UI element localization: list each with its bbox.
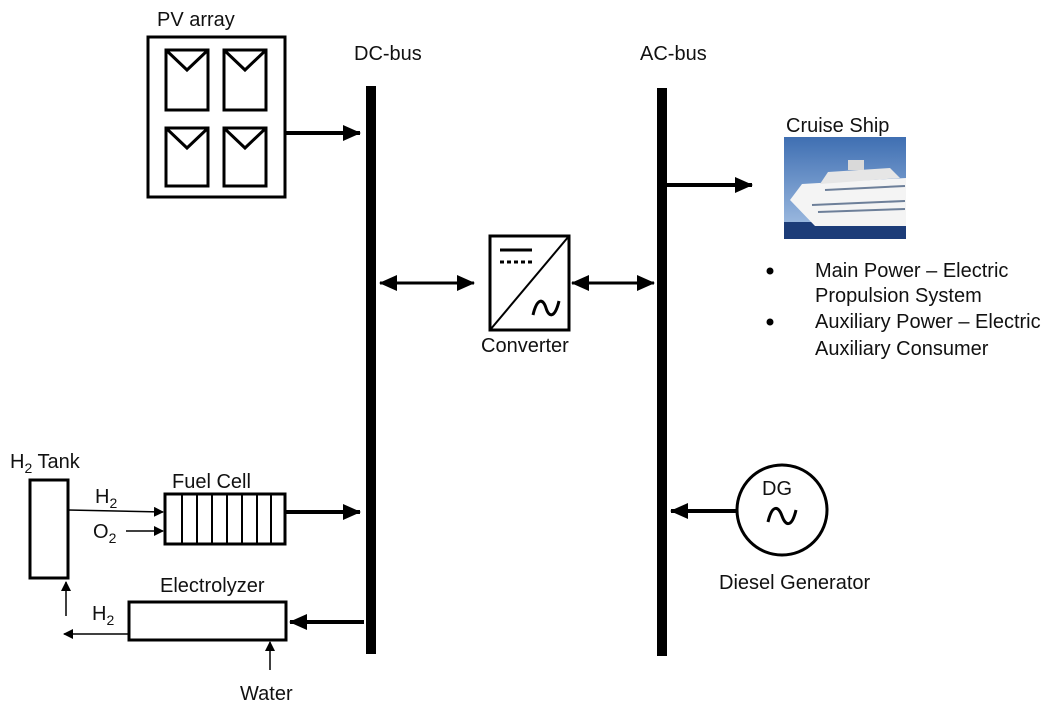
bullet-2-line-1: Auxiliary Power – Electric: [815, 311, 1041, 333]
dg-label: DG: [762, 478, 792, 500]
fuel-cell-icon: [165, 494, 285, 544]
bullet-dot: [767, 268, 774, 275]
h2-to-fuel-cell-arrow: [68, 510, 163, 512]
h2-input-label: H2: [95, 486, 117, 511]
ac-bus-bar: [657, 88, 667, 656]
load-list: Main Power – Electric Propulsion System …: [767, 260, 1041, 360]
pv-array-label: PV array: [157, 9, 235, 31]
pv-array-icon: [148, 37, 285, 197]
converter-label: Converter: [481, 335, 569, 357]
dc-bus-bar: [366, 86, 376, 654]
bullet-dot: [767, 319, 774, 326]
ac-bus-label: AC-bus: [640, 43, 707, 65]
fuel-cell-label: Fuel Cell: [172, 471, 251, 493]
h2-tank-icon: [30, 480, 68, 578]
cruise-ship-image: [784, 137, 906, 239]
dc-bus-label: DC-bus: [354, 43, 422, 65]
bullet-2-line-2: Auxiliary Consumer: [815, 338, 989, 360]
water-label: Water: [240, 683, 293, 705]
pv-panel: [224, 128, 266, 186]
pv-panel: [166, 50, 208, 110]
electrolyzer-label: Electrolyzer: [160, 575, 265, 597]
pv-panel: [224, 50, 266, 110]
h2-output-label: H2: [92, 603, 114, 628]
cruise-ship-label: Cruise Ship: [786, 115, 889, 137]
h2-tank-label: H2 Tank: [10, 451, 81, 476]
converter-icon: [490, 236, 569, 330]
electrolyzer-icon: [129, 602, 286, 640]
o2-input-label: O2: [93, 521, 117, 546]
bullet-1-line-1: Main Power – Electric: [815, 260, 1008, 282]
pv-panel: [166, 128, 208, 186]
diesel-generator-label: Diesel Generator: [719, 572, 871, 594]
bullet-1-line-2: Propulsion System: [815, 285, 982, 307]
